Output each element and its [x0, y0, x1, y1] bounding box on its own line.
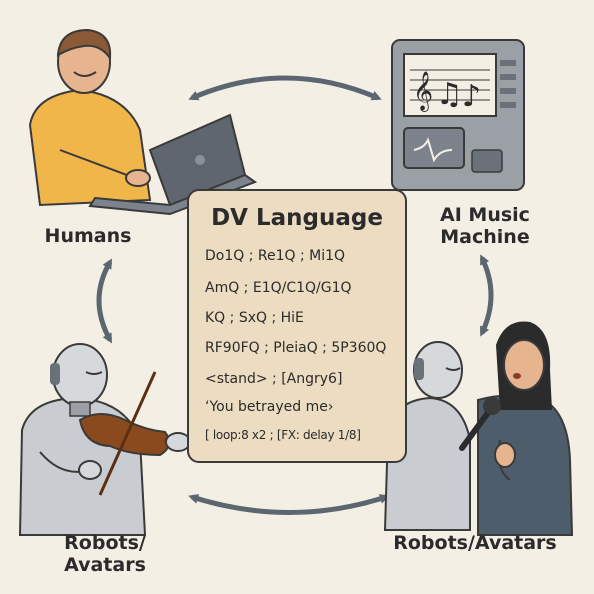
arrow-humans-robots-left: [96, 258, 113, 344]
dv-code-line: ‘You betrayed me›: [205, 399, 334, 415]
humans-label: Humans: [44, 225, 132, 247]
ai-music-machine-label: AI Music Machine: [405, 204, 565, 248]
ai-music-machine-label-line-1: AI Music: [440, 204, 530, 226]
human-figure: [28, 28, 152, 207]
music-notes-icon: 𝄞 ♫ ♪: [410, 69, 490, 114]
bidirectional-arrow-icon: [96, 258, 113, 344]
ai-music-machine: [391, 39, 525, 191]
robots-avatars-left-label: Robots/ Avatars: [30, 532, 180, 576]
bidirectional-arrow-icon: [188, 75, 382, 101]
dv-code-line: AmQ ; E1Q/C1Q/G1Q: [205, 280, 352, 296]
dv-code-line: Do1Q ; Re1Q ; Mi1Q: [205, 248, 346, 264]
svg-text:♪: ♪: [462, 79, 481, 114]
dv-code-line: RF90FQ ; PleiaQ ; 5P360Q: [205, 340, 387, 356]
arrow-humans-ai: [188, 75, 382, 101]
svg-text:𝄞: 𝄞: [413, 71, 433, 112]
dv-code-line: KQ ; SxQ ; HiE: [205, 310, 304, 326]
laptop-icon: [88, 113, 258, 216]
dv-language-title: DV Language: [211, 205, 383, 231]
microphone-icon: [459, 397, 501, 451]
woman-singer: [477, 321, 574, 536]
svg-text:♫: ♫: [436, 77, 463, 112]
arrow-ai-robots-right: [479, 254, 494, 337]
dv-code-line: [ loop:8 x2 ; [FX: delay 1/8]: [205, 428, 361, 442]
robots-avatars-right-label: Robots/Avatars: [393, 532, 557, 554]
arrow-robots-robots: [188, 494, 390, 515]
robots-avatars-left-label-line-2: Avatars: [64, 554, 146, 576]
ai-music-machine-label-line-2: Machine: [440, 226, 530, 248]
dv-code-line: <stand> ; [Angry6]: [205, 371, 343, 387]
bidirectional-arrow-icon: [188, 494, 390, 515]
bidirectional-arrow-icon: [479, 254, 494, 337]
dv-language-card: DV Language Do1Q ; Re1Q ; Mi1Q AmQ ; E1Q…: [187, 189, 407, 463]
robots-avatars-left-label-line-1: Robots/: [64, 532, 146, 554]
